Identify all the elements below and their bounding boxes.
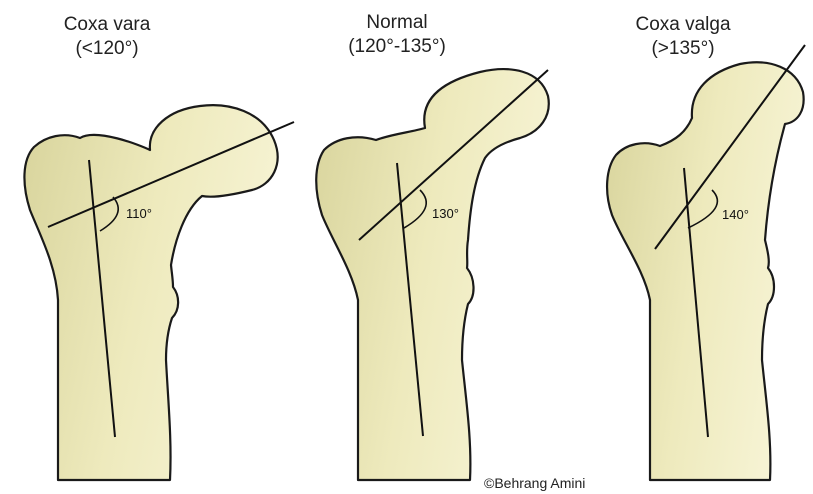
panel-coxa-vara: Coxa vara (<120°) 110°	[24, 14, 294, 480]
panel-coxa-valga: Coxa valga (>135°) 140°	[607, 14, 805, 480]
panel-normal: Normal (120°-135°) 130°	[316, 12, 549, 480]
credit-text: ©Behrang Amini	[484, 475, 585, 491]
panel-title: Coxa vara	[64, 14, 151, 35]
panel-subtitle: (120°-135°)	[348, 36, 446, 57]
panel-subtitle: (<120°)	[75, 38, 138, 59]
panel-title: Normal	[366, 12, 427, 33]
angle-label: 110°	[126, 206, 152, 221]
angle-label: 140°	[722, 207, 749, 222]
panel-subtitle: (>135°)	[651, 38, 714, 59]
femur-bone	[316, 69, 549, 480]
panel-title: Coxa valga	[635, 14, 730, 35]
femur-bone	[24, 105, 277, 480]
angle-label: 130°	[432, 206, 459, 221]
